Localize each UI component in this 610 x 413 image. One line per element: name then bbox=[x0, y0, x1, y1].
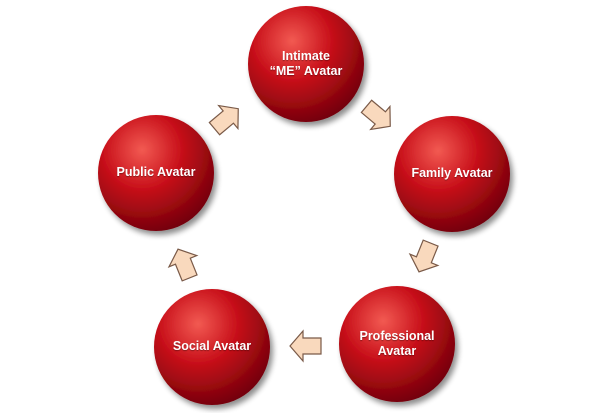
public-avatar-circle bbox=[98, 115, 214, 231]
arrow-social-to-public bbox=[167, 248, 199, 282]
arrow-intimate-to-family bbox=[360, 99, 391, 131]
social-avatar-circle bbox=[154, 289, 270, 405]
social-avatar-label: Social Avatar bbox=[172, 339, 252, 353]
professional-avatar-circle bbox=[339, 286, 455, 402]
arrow-family-to-professional bbox=[408, 239, 440, 273]
intimate-avatar-label: Intimate “ME” Avatar bbox=[269, 49, 343, 78]
public-avatar-label: Public Avatar bbox=[116, 165, 196, 179]
arrow-public-to-intimate bbox=[208, 104, 239, 136]
family-avatar-circle bbox=[394, 116, 510, 232]
intimate-avatar-circle bbox=[248, 6, 364, 122]
family-avatar-label: Family Avatar bbox=[411, 166, 493, 180]
arrow-professional-to-social bbox=[289, 329, 322, 363]
professional-avatar-label: Professional Avatar bbox=[359, 329, 435, 358]
